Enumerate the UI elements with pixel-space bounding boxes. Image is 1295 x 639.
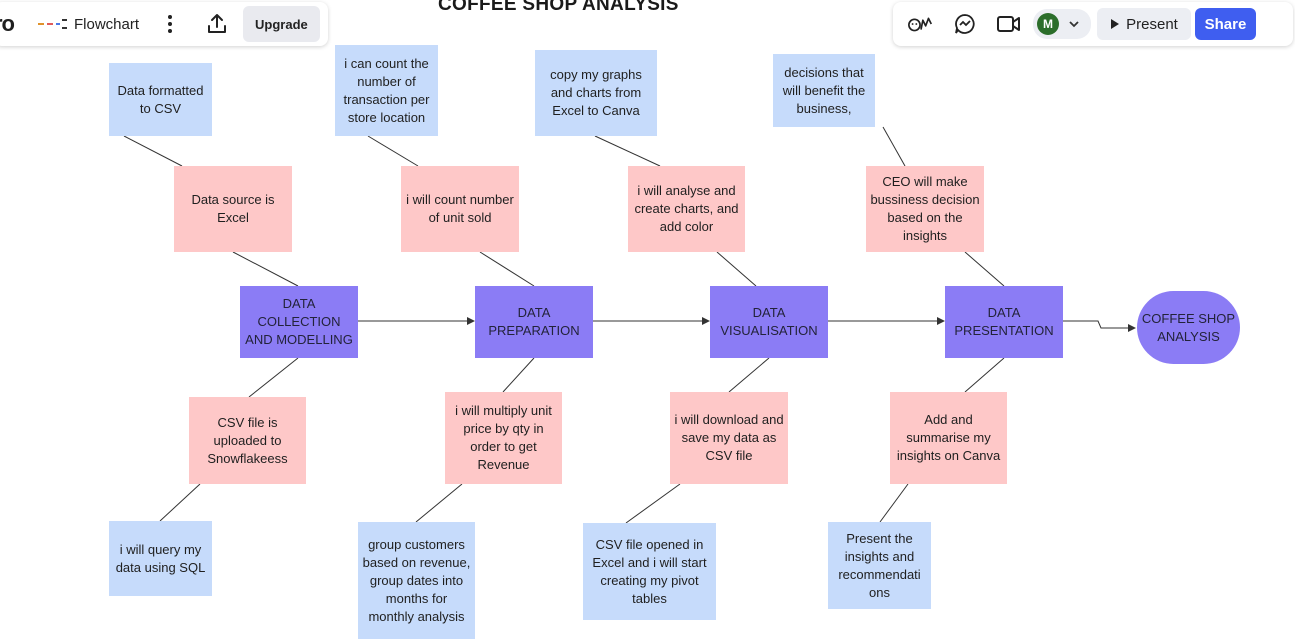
note-analyse-create-charts[interactable]: i will analyse and create charts, and ad… [628,166,745,252]
present-button[interactable]: Present [1097,8,1191,40]
note-ceo-decision[interactable]: CEO will make bussiness decision based o… [866,166,984,252]
note-count-transactions[interactable]: i can count the number of transaction pe… [335,45,438,136]
miro-logo: ro [0,11,15,36]
avatar[interactable]: M [1037,13,1059,35]
note-csv-uploaded-snowflake[interactable]: CSV file is uploaded to Snowflakeess [189,397,306,484]
flowchart-icon [38,19,67,29]
board-title: COFFEE SHOP ANALYSIS [438,0,679,15]
present-label: Present [1126,15,1178,33]
note-download-csv[interactable]: i will download and save my data as CSV … [670,392,788,484]
collaborators-menu[interactable]: M [1033,9,1091,39]
reactions-icon[interactable] [907,10,935,38]
chat-icon[interactable] [951,10,979,38]
stage-data-presentation[interactable]: DATA PRESENTATION [945,286,1063,358]
upload-icon[interactable] [205,12,229,36]
end-node-coffee-shop-analysis[interactable]: COFFEE SHOP ANALYSIS [1137,291,1240,364]
upgrade-button[interactable]: Upgrade [243,6,320,42]
note-pivot-tables[interactable]: CSV file opened in Excel and i will star… [583,523,716,620]
share-button[interactable]: Share [1195,8,1256,40]
video-icon[interactable] [995,10,1023,38]
play-icon [1111,19,1120,29]
note-copy-graphs-canva[interactable]: copy my graphs and charts from Excel to … [535,50,657,136]
note-decisions-benefit[interactable]: decisions that will benefit the business… [773,54,875,127]
note-query-sql[interactable]: i will query my data using SQL [109,521,212,596]
board-type-label[interactable]: Flowchart [74,15,140,33]
note-summarise-insights[interactable]: Add and summarise my insights on Canva [890,392,1007,484]
stage-data-preparation[interactable]: DATA PREPARATION [475,286,593,358]
stage-data-visualisation[interactable]: DATA VISUALISATION [710,286,828,358]
more-options-icon[interactable] [163,12,177,36]
note-data-formatted-csv[interactable]: Data formatted to CSV [109,63,212,136]
chevron-down-icon [1069,21,1079,28]
stage-data-collection[interactable]: DATA COLLECTION AND MODELLING [240,286,358,358]
note-multiply-revenue[interactable]: i will multiply unit price by qty in ord… [445,392,562,484]
note-count-units-sold[interactable]: i will count number of unit sold [401,166,519,252]
board-toolbar: ro Flowchart Upgrade [0,2,328,46]
collaboration-toolbar: M Present Share [893,2,1293,46]
note-group-customers[interactable]: group customers based on revenue, group … [358,522,475,639]
note-data-source-excel[interactable]: Data source is Excel [174,166,292,252]
note-present-insights[interactable]: Present the insights and recommendati on… [828,522,931,609]
